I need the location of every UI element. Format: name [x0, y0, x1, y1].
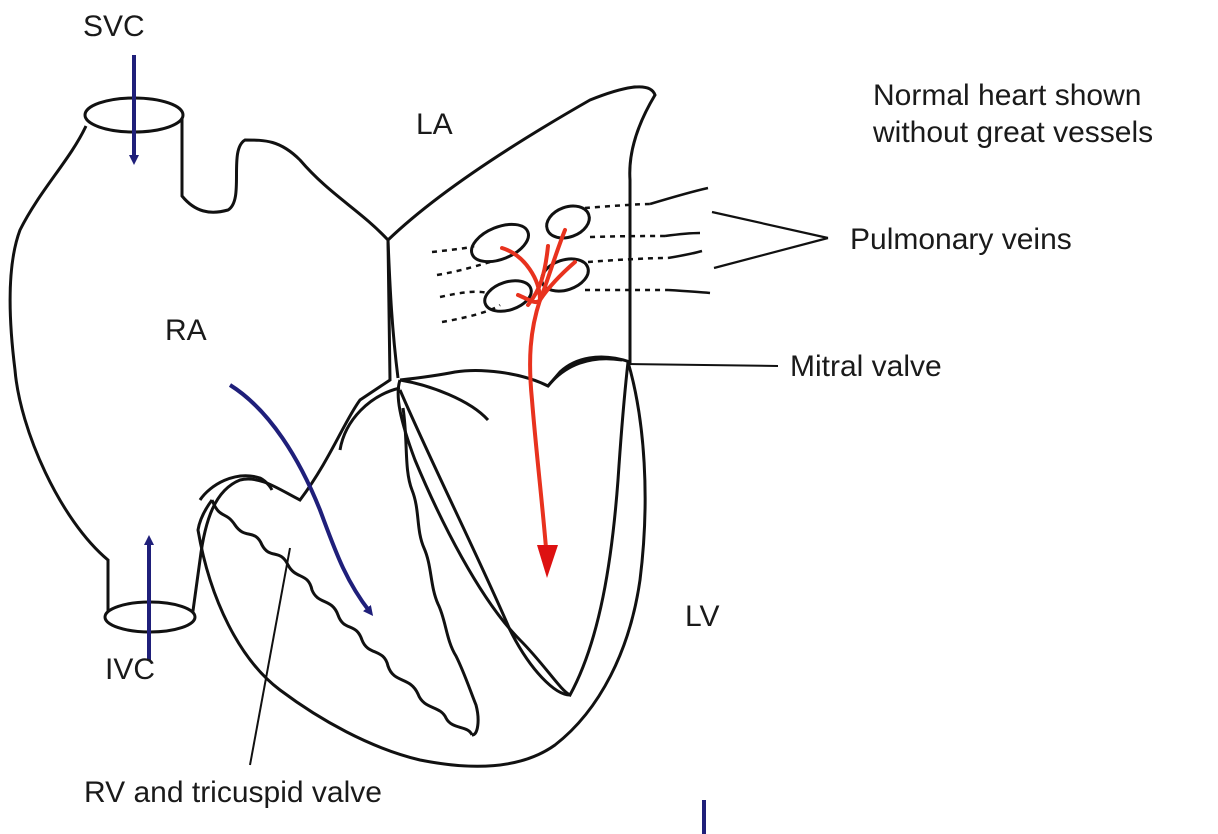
rv-tricuspid-label: RV and tricuspid valve — [84, 778, 382, 808]
rv-leader — [250, 548, 290, 765]
pulmonary-veins-leader — [712, 212, 828, 268]
ivc-label: IVC — [105, 655, 155, 685]
svc-label: SVC — [83, 12, 145, 42]
mitral-valve-label: Mitral valve — [790, 352, 942, 382]
tricuspid-leaflet — [200, 476, 272, 500]
ventricles-outline — [398, 362, 628, 695]
pulmonary-veins-label: Pulmonary veins — [850, 225, 1072, 255]
ra-label: RA — [165, 316, 207, 346]
pulmonary-vein-vessels — [650, 188, 710, 293]
note-line-2: without great vessels — [873, 116, 1153, 149]
note-line-1: Normal heart shown — [873, 79, 1141, 112]
oxygenated-flow-arrowhead — [537, 545, 558, 578]
oxygenated-flow — [502, 230, 575, 548]
pulmonary-vein-dashes — [432, 204, 668, 322]
mitral-valve-cusp — [400, 380, 488, 420]
pulmonary-vein-opening — [481, 275, 535, 316]
note-text: Normal heart shown without great vessels — [873, 78, 1213, 151]
rv-trabeculae — [212, 500, 472, 735]
mitral-valve-leader — [628, 364, 778, 366]
lv-label: LV — [685, 602, 719, 632]
left-ventricle-outer-wall — [198, 362, 645, 766]
la-label: LA — [416, 110, 453, 140]
